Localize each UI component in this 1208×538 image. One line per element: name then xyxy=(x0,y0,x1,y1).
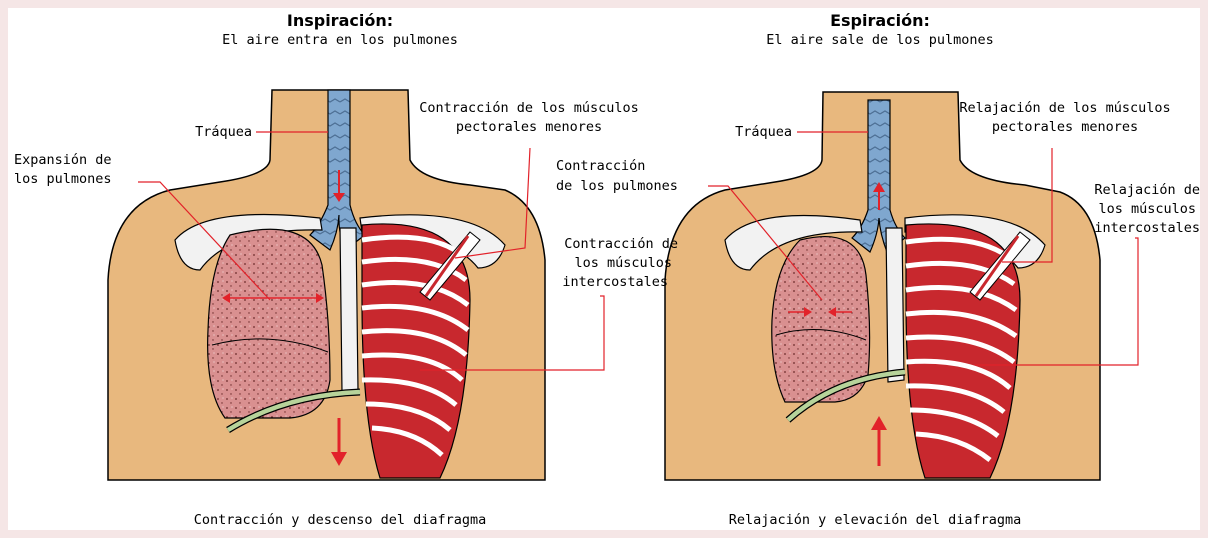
diaphragm-caption-right: Relajación y elevación del diafragma xyxy=(690,512,1060,529)
lung-left xyxy=(208,229,330,418)
intercostal-label-left-line3: intercostales xyxy=(500,274,668,291)
trachea-label-right: Tráquea xyxy=(700,124,792,141)
pectoral-label-right-line2: pectorales menores xyxy=(930,119,1200,136)
diaphragm-caption-left: Contracción y descenso del diafragma xyxy=(150,512,530,529)
intercostal-label-left-line1: Contracción de xyxy=(500,236,678,253)
pectoral-label-left-line2: pectorales menores xyxy=(390,119,668,136)
intercostal-label-right-line3: intercostales xyxy=(1040,220,1200,237)
lungs-label-left-line2: los pulmones xyxy=(14,171,112,188)
intercostal-label-right-line2: los músculos xyxy=(1040,201,1196,218)
lungs-label-right-line1: Contracción xyxy=(556,158,645,175)
trachea-label-left: Tráquea xyxy=(160,124,252,141)
intercostal-label-right-line1: Relajación de xyxy=(1040,182,1200,199)
sternum-right xyxy=(886,228,904,382)
expiration-illustration xyxy=(665,92,1138,480)
torso-left xyxy=(108,90,545,480)
pectoral-label-right-line1: Relajación de los músculos xyxy=(930,100,1200,117)
inspiration-title: Inspiración: xyxy=(220,12,460,30)
lungs-label-right-line2: de los pulmones xyxy=(556,178,678,195)
expiration-title: Espiración: xyxy=(760,12,1000,30)
lungs-label-left-line1: Expansión de xyxy=(14,152,112,169)
inspiration-subtitle: El aire entra en los pulmones xyxy=(170,32,510,49)
intercostal-label-left-line2: los músculos xyxy=(500,255,672,272)
pectoral-label-left-line1: Contracción de los músculos xyxy=(390,100,668,117)
expiration-subtitle: El aire sale de los pulmones xyxy=(710,32,1050,49)
lung-right xyxy=(772,237,870,402)
sternum-left xyxy=(340,228,358,392)
